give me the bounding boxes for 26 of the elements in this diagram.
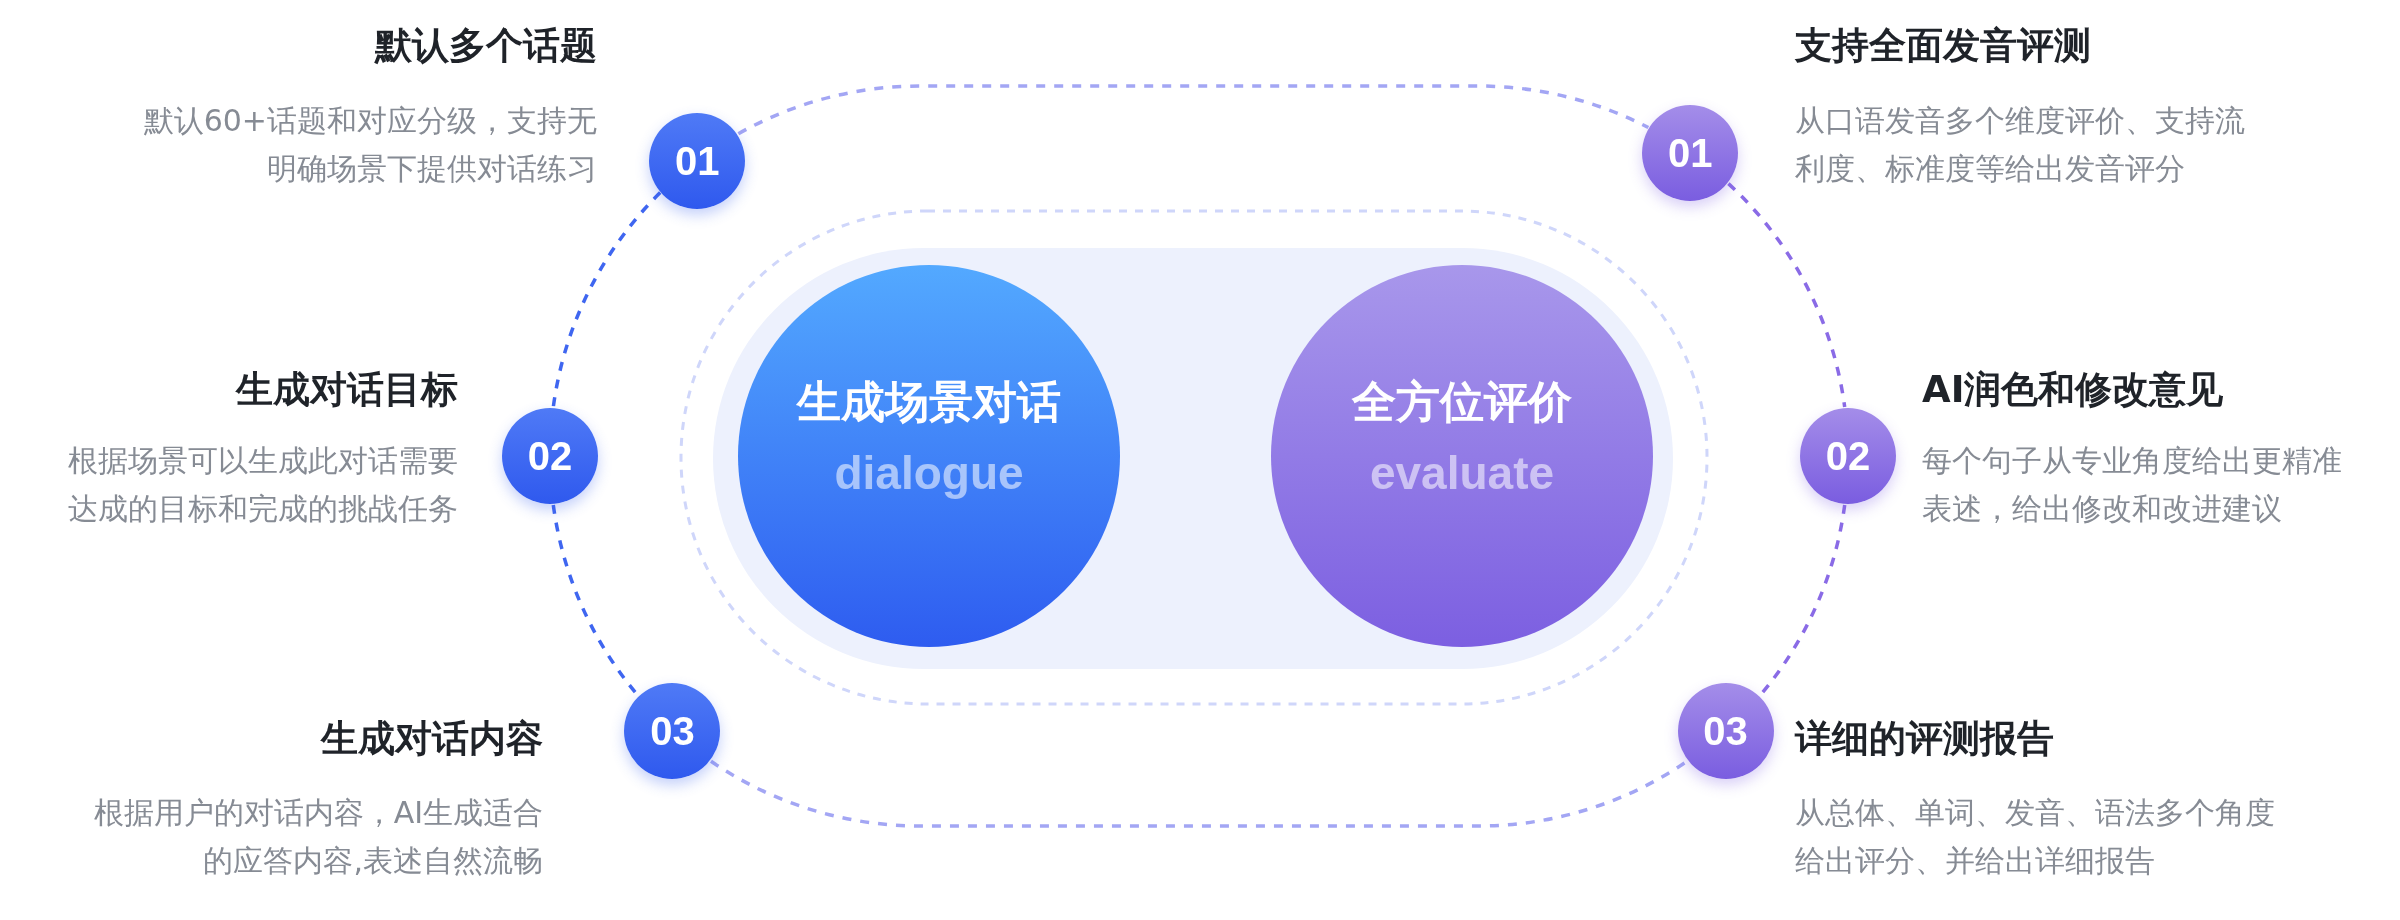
dashed-connector xyxy=(551,191,662,408)
dashed-connector xyxy=(1727,182,1847,408)
step-number: 03 xyxy=(1677,682,1774,779)
feature-description: 每个句子从专业角度给出更精准表述，给出修改和改进建议 xyxy=(1922,442,2343,528)
feature-title: 生成对话内容 xyxy=(321,716,543,762)
feature-description: 根据场景可以生成此对话需要达成的目标和完成的挑战任务 xyxy=(67,442,458,528)
step-number: 03 xyxy=(624,682,721,779)
step-number: 02 xyxy=(502,408,598,504)
feature-title: 生成对话目标 xyxy=(236,367,458,413)
category-subtitle: evaluate xyxy=(1369,445,1555,500)
step-number: 02 xyxy=(1800,408,1896,504)
feature-description: 根据用户的对话内容，AI生成适合的应答内容,表述自然流畅 xyxy=(92,794,543,880)
feature-description: 从口语发音多个维度评价、支持流利度、标准度等给出发音评分 xyxy=(1795,102,2246,188)
category-title: 生成场景对话 xyxy=(797,374,1061,429)
category-subtitle: dialogue xyxy=(834,445,1024,500)
feature-title: 详细的评测报告 xyxy=(1795,716,2054,762)
feature-description: 从总体、单词、发音、语法多个角度给出评分、并给出详细报告 xyxy=(1795,794,2276,880)
feature-title: AI润色和修改意见 xyxy=(1922,367,2224,413)
dashed-connector xyxy=(710,759,1688,828)
category-title: 全方位评价 xyxy=(1352,374,1572,429)
step-number: 01 xyxy=(1642,104,1739,201)
step-number: 01 xyxy=(649,112,746,209)
feature-description: 默认60+话题和对应分级，支持无明确场景下提供对话练习 xyxy=(142,102,597,188)
dashed-connector xyxy=(737,84,1649,136)
feature-title: 支持全面发音评测 xyxy=(1795,23,2091,69)
feature-title: 默认多个话题 xyxy=(375,23,597,69)
